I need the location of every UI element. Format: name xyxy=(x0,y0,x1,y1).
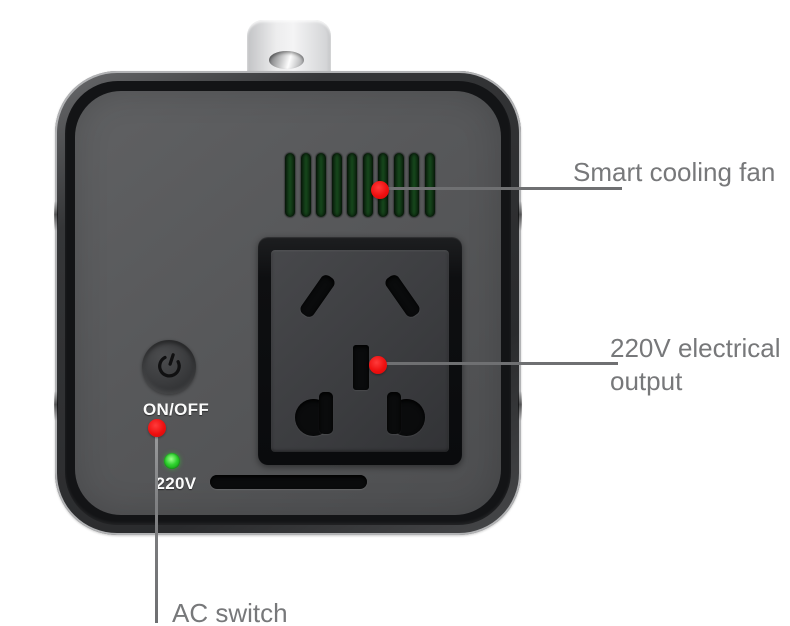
led-label: 220V xyxy=(155,474,197,493)
power-icon xyxy=(152,348,186,386)
socket-slot-right-flat xyxy=(387,392,401,434)
vent-slat xyxy=(331,153,342,217)
output-callout-label: 220V electrical output xyxy=(610,332,781,398)
ac-switch-callout-dot xyxy=(148,419,166,437)
vent-slat xyxy=(316,153,326,217)
output-callout-line xyxy=(378,362,618,365)
socket-slot-left-flat xyxy=(319,392,333,434)
right-edge-notch xyxy=(518,201,522,231)
socket-slot-center xyxy=(353,345,369,390)
cooling-fan-vent xyxy=(285,153,437,217)
power-station-body: ON/OFF 220V xyxy=(54,71,522,535)
bottom-vent-slot xyxy=(210,475,367,489)
left-edge-notch xyxy=(54,391,58,421)
vent-slat xyxy=(285,153,295,217)
vent-slat xyxy=(393,153,404,217)
fan-callout-line xyxy=(380,187,622,190)
output-callout-dot xyxy=(369,356,387,374)
vent-slat xyxy=(362,153,373,217)
vent-slat xyxy=(300,153,311,217)
fan-callout-dot xyxy=(371,181,389,199)
output-callout-label-line2: output xyxy=(610,366,683,396)
left-edge-notch xyxy=(54,201,58,231)
ac-switch-callout-line xyxy=(155,437,158,623)
ac-outlet-socket xyxy=(258,237,462,465)
output-callout-label-line1: 220V electrical xyxy=(610,333,781,363)
ac-switch-callout-label: AC switch xyxy=(172,598,288,626)
vent-slat xyxy=(424,153,435,217)
strap-hole xyxy=(269,51,304,69)
power-button xyxy=(142,340,196,394)
fan-callout-label: Smart cooling fan xyxy=(573,157,776,187)
vent-slat xyxy=(347,153,357,217)
power-button-label: ON/OFF xyxy=(142,400,209,419)
220v-indicator-led xyxy=(164,453,180,469)
right-edge-notch xyxy=(518,391,522,421)
vent-slat xyxy=(409,153,419,217)
